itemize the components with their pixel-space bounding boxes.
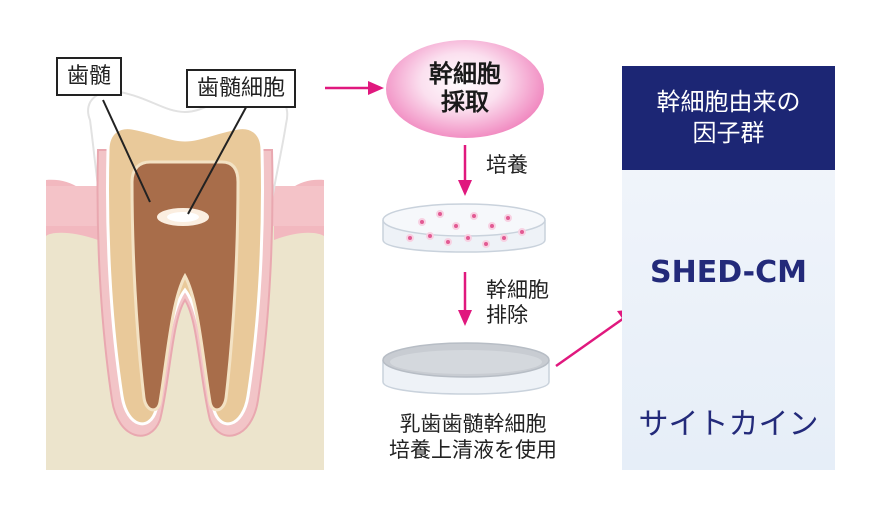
gum [46, 179, 324, 240]
caption-line-1: 乳歯歯髄幹細胞 [399, 412, 547, 436]
gum-band-right [270, 186, 324, 226]
remove-line-1: 幹細胞 [486, 278, 549, 302]
pulp-cells-label-text: 歯髄細胞 [197, 76, 286, 101]
culture-step-label: 培養 [486, 153, 528, 178]
pulp-cells-core [167, 212, 199, 222]
supernatant-caption: 乳歯歯髄幹細胞 培養上清液を使用 [368, 411, 578, 464]
pulp-cells-pointer [187, 99, 251, 215]
factor-panel-header: 幹細胞由来の 因子群 [622, 66, 835, 170]
remove-line-2: 排除 [486, 303, 528, 328]
arrow-to-remove [458, 272, 472, 326]
petri-dish-cells [382, 203, 546, 253]
arrow-to-culture [458, 145, 472, 196]
pulp-label-text: 歯髄 [67, 64, 112, 89]
panel-title-line-1: 幹細胞由来の [656, 87, 801, 116]
harvest-line-1: 幹細胞 [429, 60, 501, 89]
harvest-line-2: 採取 [441, 88, 489, 116]
culture-text: 培養 [486, 153, 528, 177]
arrow-to-harvest [325, 81, 384, 95]
remove-step-label: 幹細胞 排除 [486, 278, 549, 328]
pulp-cells-label: 歯髄細胞 [186, 69, 297, 108]
petri-dish-supernatant [382, 342, 550, 395]
pulp-chamber [130, 160, 240, 412]
cytokine-label: サイトカイン [638, 407, 819, 442]
pulp-pointer [102, 99, 151, 203]
caption-line-2: 培養上清液を使用 [389, 438, 557, 463]
pulp-label: 歯髄 [56, 57, 123, 96]
gum-band-left [46, 186, 102, 226]
shed-cm-label: SHED-CM [650, 255, 807, 290]
stem-cell-harvest-oval: 幹細胞 採取 [386, 40, 544, 138]
panel-title-line-2: 因子群 [692, 119, 765, 147]
